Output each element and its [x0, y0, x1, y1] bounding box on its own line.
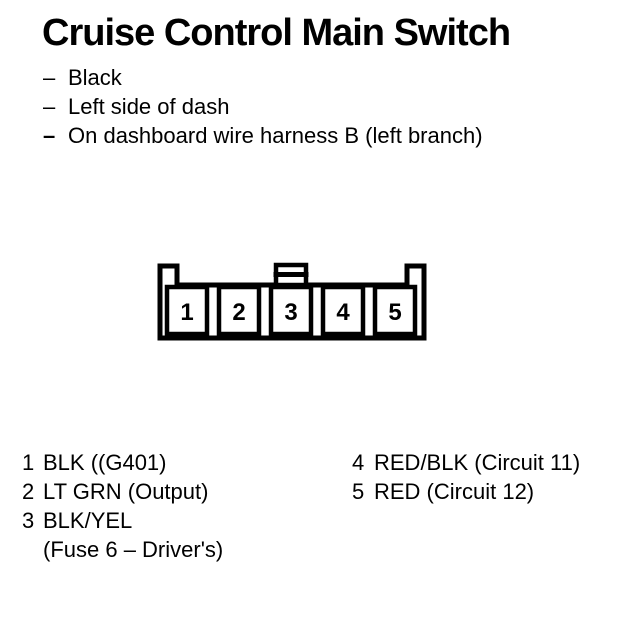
pinout-pin-label: BLK ((G401) [43, 450, 167, 475]
bullet-text: Left side of dash [68, 94, 230, 119]
pinout-pin-label: RED/BLK (Circuit 11) [374, 450, 581, 475]
pinout-pin-number: 2 [22, 479, 35, 504]
pinout-row: 3 BLK/YEL [22, 506, 223, 535]
pinout-pin-label: RED (Circuit 12) [374, 479, 535, 504]
pinout-row-continuation: (Fuse 6 – Driver's) [22, 535, 223, 564]
bullet-list: –Black –Left side of dash –On dashboard … [43, 63, 483, 150]
pin-cavity-4 [320, 284, 366, 337]
pin-cavity-number: 2 [232, 299, 245, 326]
pinout-pin-number: 5 [352, 479, 365, 504]
bullet-dash: – [43, 123, 56, 148]
pin-cavity-number: 5 [388, 299, 401, 326]
pin-cavity-5 [372, 284, 418, 337]
bullet-item: –Left side of dash [43, 92, 483, 121]
pinout-pin-number: 4 [352, 450, 365, 475]
bullet-dash: – [43, 94, 56, 119]
pin-cavity-3 [268, 284, 314, 337]
pinout-left-column: 1 BLK ((G401) 2 LT GRN (Output) 3 BLK/YEL (… [22, 448, 223, 564]
pinout-row: 5 RED (Circuit 12) [352, 477, 580, 506]
bullet-item: –On dashboard wire harness B (left branc… [43, 121, 483, 150]
latch-tab-bar [273, 272, 309, 277]
pinout-right-column: 4 RED/BLK (Circuit 11) 5 RED (Circuit 12) [352, 448, 580, 506]
pinout-pin-label: (Fuse 6 – Driver's) [43, 537, 224, 562]
pinout-pin-number: 1 [22, 450, 35, 475]
pin-cavity-number: 3 [284, 299, 297, 326]
pin-cavity-number: 4 [336, 299, 350, 326]
pinout-row: 1 BLK ((G401) [22, 448, 223, 477]
bullet-text: On dashboard wire harness B (left branch… [68, 123, 483, 148]
connector-diagram: 1 2 3 4 5 [157, 262, 427, 341]
pinout-pin-label: LT GRN (Output) [43, 479, 209, 504]
bullet-text: Black [68, 65, 122, 90]
page-title: Cruise Control Main Switch [42, 12, 511, 54]
pinout-row: 4 RED/BLK (Circuit 11) [352, 448, 580, 477]
pinout-pin-label: BLK/YEL [43, 508, 133, 533]
pinout-row: 2 LT GRN (Output) [22, 477, 223, 506]
pin-cavity-2 [216, 284, 262, 337]
pinout-pin-number: 3 [22, 508, 35, 533]
pin-cavity-1 [164, 284, 210, 337]
pin-cavity-number: 1 [180, 299, 193, 326]
bullet-dash: – [43, 65, 56, 90]
bullet-item: –Black [43, 63, 483, 92]
